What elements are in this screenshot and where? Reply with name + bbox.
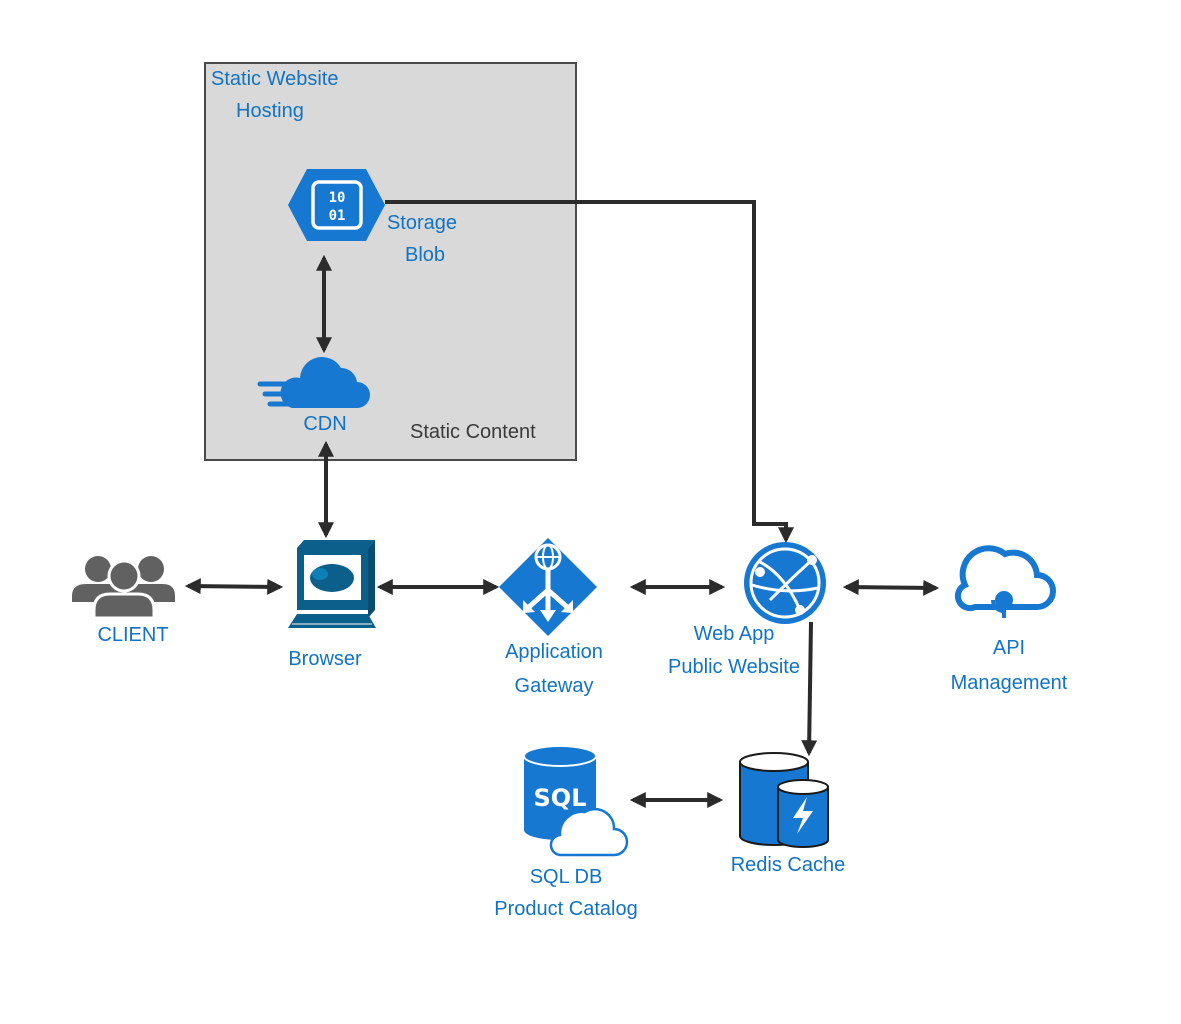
redis-cache-icon bbox=[739, 752, 829, 848]
group-title-line2: Hosting bbox=[236, 100, 304, 122]
users-icon bbox=[72, 556, 175, 620]
sql-db-label-line2: Product Catalog bbox=[494, 898, 638, 920]
storage-blob-label-line1: Storage bbox=[386, 212, 458, 234]
client-label: CLIENT bbox=[97, 624, 169, 646]
storage-blob-label-line2: Blob bbox=[404, 244, 446, 266]
storage-blob-icon: 10 01 bbox=[288, 169, 385, 241]
group-title-line1: Static Website bbox=[211, 68, 339, 90]
browser-icon bbox=[288, 540, 376, 628]
api-management-icon bbox=[954, 545, 1056, 618]
api-mgmt-label-line1: API bbox=[992, 637, 1026, 659]
app-gateway-label-line1: Application bbox=[505, 641, 603, 663]
browser-label: Browser bbox=[288, 648, 362, 670]
api-mgmt-label-line2: Management bbox=[950, 672, 1068, 694]
redis-label: Redis Cache bbox=[730, 854, 846, 876]
sql-db-label-line1: SQL DB bbox=[529, 866, 603, 888]
sql-badge-text: SQL bbox=[534, 784, 587, 812]
web-app-label-line1: Web App bbox=[693, 623, 775, 645]
arrow-webapp-api bbox=[842, 579, 940, 596]
application-gateway-icon bbox=[499, 538, 597, 636]
arrow-webapp-redis bbox=[801, 621, 818, 757]
sql-database-icon: SQL bbox=[523, 745, 629, 857]
app-gateway-label-line2: Gateway bbox=[514, 675, 594, 697]
web-app-icon bbox=[744, 542, 826, 624]
web-app-label-line2: Public Website bbox=[668, 656, 800, 678]
arrow-client-browser bbox=[184, 578, 284, 595]
group-note: Static Content bbox=[410, 421, 536, 443]
connectors bbox=[184, 200, 940, 808]
svg-text:10: 10 bbox=[329, 190, 346, 206]
arrow-blob-webapp bbox=[385, 200, 794, 544]
cdn-icon bbox=[257, 357, 370, 408]
cdn-label: CDN bbox=[303, 413, 347, 435]
svg-text:01: 01 bbox=[329, 208, 346, 224]
